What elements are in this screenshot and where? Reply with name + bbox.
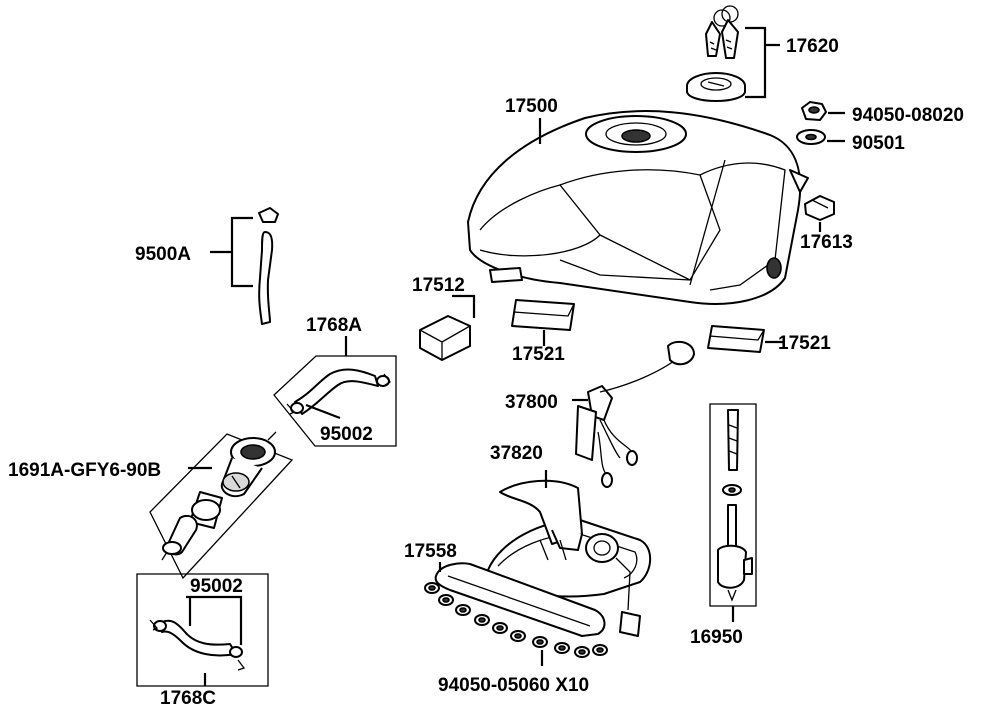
frame-1768C — [136, 573, 269, 687]
nuts-94050-05060 — [424, 582, 608, 658]
label-17512: 17512 — [412, 275, 465, 296]
frame-1768A — [273, 355, 397, 447]
fuel-cock-16950 — [717, 409, 753, 602]
label-9500A: 9500A — [135, 244, 191, 265]
label-1768A: 1768A — [306, 315, 362, 336]
nut-94050-08020 — [801, 101, 827, 121]
label-95002-top: 95002 — [320, 424, 373, 445]
label-17558: 17558 — [404, 541, 457, 562]
pump-bracket-37820 — [487, 479, 652, 637]
fuel-pump-1691A — [161, 431, 277, 561]
fuel-gauge-sender-37800 — [575, 340, 695, 488]
label-17613: 17613 — [800, 232, 853, 253]
key-set — [705, 5, 739, 59]
vent-hose-9500A — [258, 207, 279, 325]
label-94050-08020: 94050-08020 — [852, 105, 964, 126]
fuel-hose-1768A — [286, 368, 391, 415]
label-17521-left: 17521 — [512, 344, 565, 365]
pad-17521-left — [511, 299, 575, 331]
fuel-tank — [467, 110, 809, 305]
pad-17512 — [419, 315, 471, 361]
label-90501: 90501 — [852, 133, 905, 154]
washer-90501 — [796, 129, 826, 145]
label-37800: 37800 — [505, 392, 558, 413]
label-94050-05060-x10: 94050-05060 X10 — [438, 675, 589, 696]
frame-1691A — [149, 433, 294, 580]
label-1691A-GFY6-90B: 1691A-GFY6-90B — [8, 460, 161, 481]
label-16950: 16950 — [690, 627, 743, 648]
label-37820: 37820 — [490, 443, 543, 464]
label-95002-bottom: 95002 — [190, 576, 243, 597]
gasket-17558 — [434, 562, 606, 637]
label-1768C: 1768C — [160, 688, 216, 709]
label-17500: 17500 — [505, 96, 558, 117]
label-17620: 17620 — [786, 36, 839, 57]
fuel-cap — [686, 72, 746, 102]
frame-16950 — [709, 403, 757, 607]
label-17521-right: 17521 — [778, 333, 831, 354]
fuel-hose-1768C — [149, 619, 246, 671]
clip-17613 — [804, 195, 835, 221]
pad-17521-right — [707, 325, 765, 353]
